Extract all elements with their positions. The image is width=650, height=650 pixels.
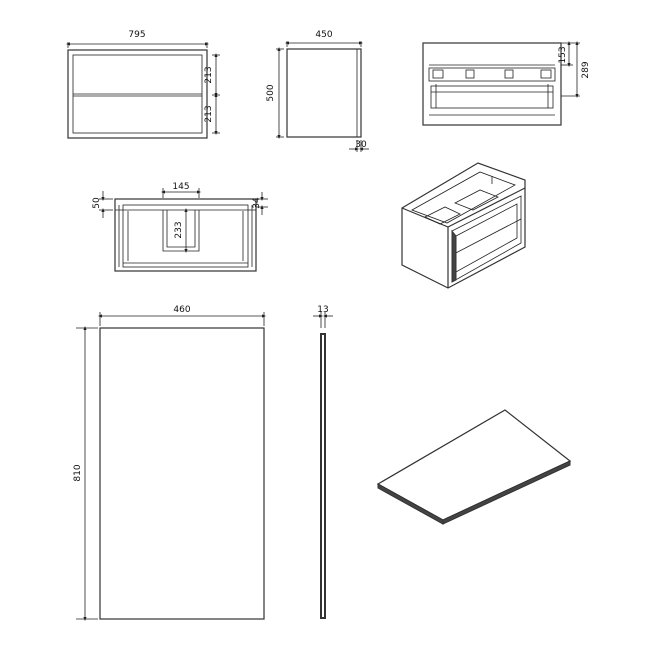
section-total-label: 289 bbox=[581, 61, 591, 78]
drawer-top-height-label: 213 bbox=[204, 66, 214, 83]
top-cutout-depth-label: 233 bbox=[174, 221, 184, 238]
side-height-label: 500 bbox=[266, 84, 276, 101]
cabinet-section-view: 153 289 bbox=[422, 41, 591, 126]
panel-isometric-view bbox=[376, 409, 572, 525]
top-side-offset-label: 34 bbox=[252, 197, 262, 209]
cabinet-side-view: 450 500 30 bbox=[266, 30, 369, 152]
cabinet-top-view: 145 233 50 34 bbox=[92, 182, 268, 272]
panel-side-view: 13 bbox=[313, 305, 333, 619]
side-depth-label: 450 bbox=[315, 30, 332, 40]
panel-thickness-label: 13 bbox=[317, 305, 328, 315]
side-offset-label: 30 bbox=[355, 140, 367, 150]
panel-width-label: 460 bbox=[173, 305, 190, 315]
cabinet-front-view: 795 213 213 bbox=[66, 30, 220, 139]
top-back-offset-label: 50 bbox=[92, 197, 102, 209]
panel-height-label: 810 bbox=[73, 464, 83, 481]
section-upper-label: 153 bbox=[558, 46, 568, 63]
front-width-label: 795 bbox=[128, 30, 145, 40]
top-cutout-width-label: 145 bbox=[172, 182, 189, 192]
cabinet-isometric-view bbox=[401, 162, 526, 289]
panel-front-view: 460 810 bbox=[73, 305, 266, 621]
drawer-bottom-height-label: 213 bbox=[204, 105, 214, 122]
